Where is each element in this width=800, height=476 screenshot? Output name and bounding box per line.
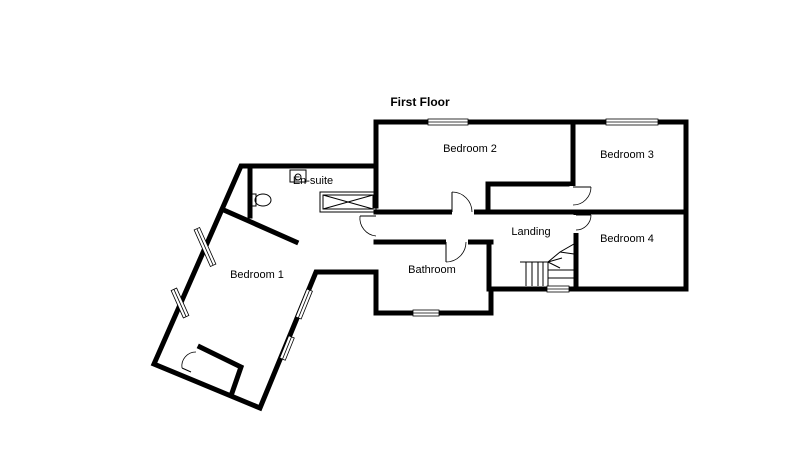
window-bedroom-1-right-b xyxy=(279,335,295,361)
fixtures xyxy=(250,169,575,286)
window-bedroom-3 xyxy=(605,118,659,126)
shower-tray xyxy=(319,191,377,213)
inner-walls xyxy=(196,119,689,397)
wall-bedroom1-partition xyxy=(222,207,300,246)
windows xyxy=(170,118,659,361)
floor-title: First Floor xyxy=(390,95,450,109)
room-label-landing: Landing xyxy=(511,226,550,238)
window-bedroom-1-left-a xyxy=(193,226,217,268)
outer-walls xyxy=(150,119,689,412)
room-label-bedroom-1: Bedroom 1 xyxy=(230,269,284,281)
wall-upper-block xyxy=(373,119,689,292)
toilet-icon xyxy=(250,193,272,207)
wall-bedroom1-outline xyxy=(150,163,379,412)
window-bedroom-2 xyxy=(427,118,469,126)
door-cupboard[interactable] xyxy=(181,351,197,369)
doors xyxy=(181,186,592,373)
window-bathroom xyxy=(412,309,440,317)
staircase xyxy=(520,243,575,286)
room-label-bedroom-2: Bedroom 2 xyxy=(443,143,497,155)
room-label-en-suite: En-suite xyxy=(293,175,333,187)
window-landing xyxy=(546,285,570,293)
window-bedroom-1-right-a xyxy=(295,288,313,320)
room-label-bathroom: Bathroom xyxy=(408,264,456,276)
basin-icon xyxy=(289,169,307,183)
wall-bedroom2-step xyxy=(485,181,576,215)
wall-cupboard xyxy=(196,343,245,397)
room-label-bedroom-3: Bedroom 3 xyxy=(600,149,654,161)
room-label-bedroom-4: Bedroom 4 xyxy=(600,233,654,245)
window-bedroom-1-left-b xyxy=(170,287,190,319)
wall-bathroom-bottom xyxy=(373,269,578,316)
